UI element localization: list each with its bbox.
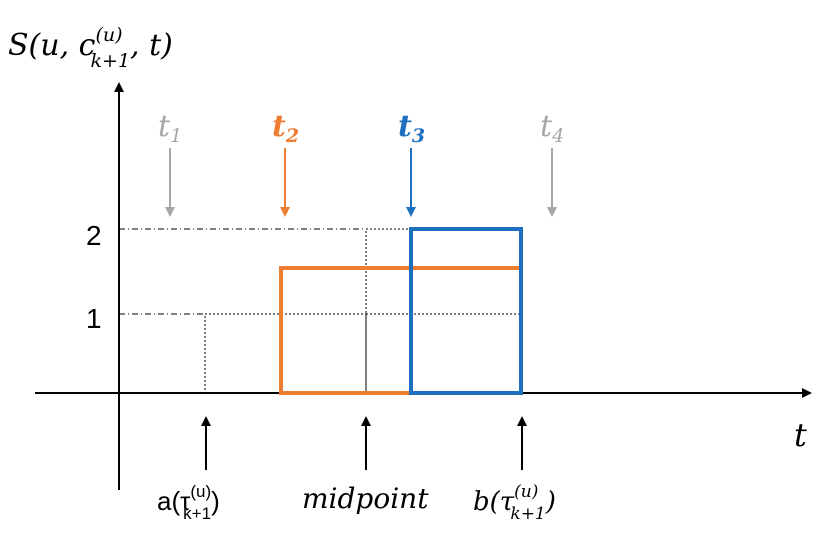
- b-label: b(τ(u)k+1): [473, 482, 556, 524]
- t3-label: t3: [398, 109, 425, 147]
- y-axis-label-tail: , t): [130, 28, 173, 63]
- t4-label: t4: [540, 109, 564, 147]
- time-marker-t1: t1: [158, 109, 182, 217]
- a-label: a(τ(u)k+1): [157, 482, 220, 523]
- time-marker-t3: t3: [398, 109, 425, 217]
- time-marker-t2: t2: [272, 109, 299, 217]
- y-tick-label-1: 1: [86, 303, 102, 334]
- time-marker-t4: t4: [540, 109, 564, 217]
- x-axis-label: t: [794, 416, 807, 454]
- y-axis-label-main: S(u, c: [8, 28, 96, 63]
- y-axis-label-sub: k+1: [91, 50, 131, 72]
- blue-rectangle: [409, 227, 523, 395]
- dotted-box-left: [204, 313, 367, 394]
- dotted-box-right: [365, 228, 523, 394]
- y-axis-label-sup: (u): [95, 24, 122, 46]
- y-axis-label: S(u, c(u) k+1, t): [8, 24, 173, 72]
- y-tick-label-2: 2: [86, 220, 102, 251]
- t2-label: t2: [272, 109, 299, 147]
- orange-rectangle: [279, 266, 523, 395]
- midpoint-label: midpoint: [302, 482, 429, 515]
- t1-label: t1: [158, 109, 182, 147]
